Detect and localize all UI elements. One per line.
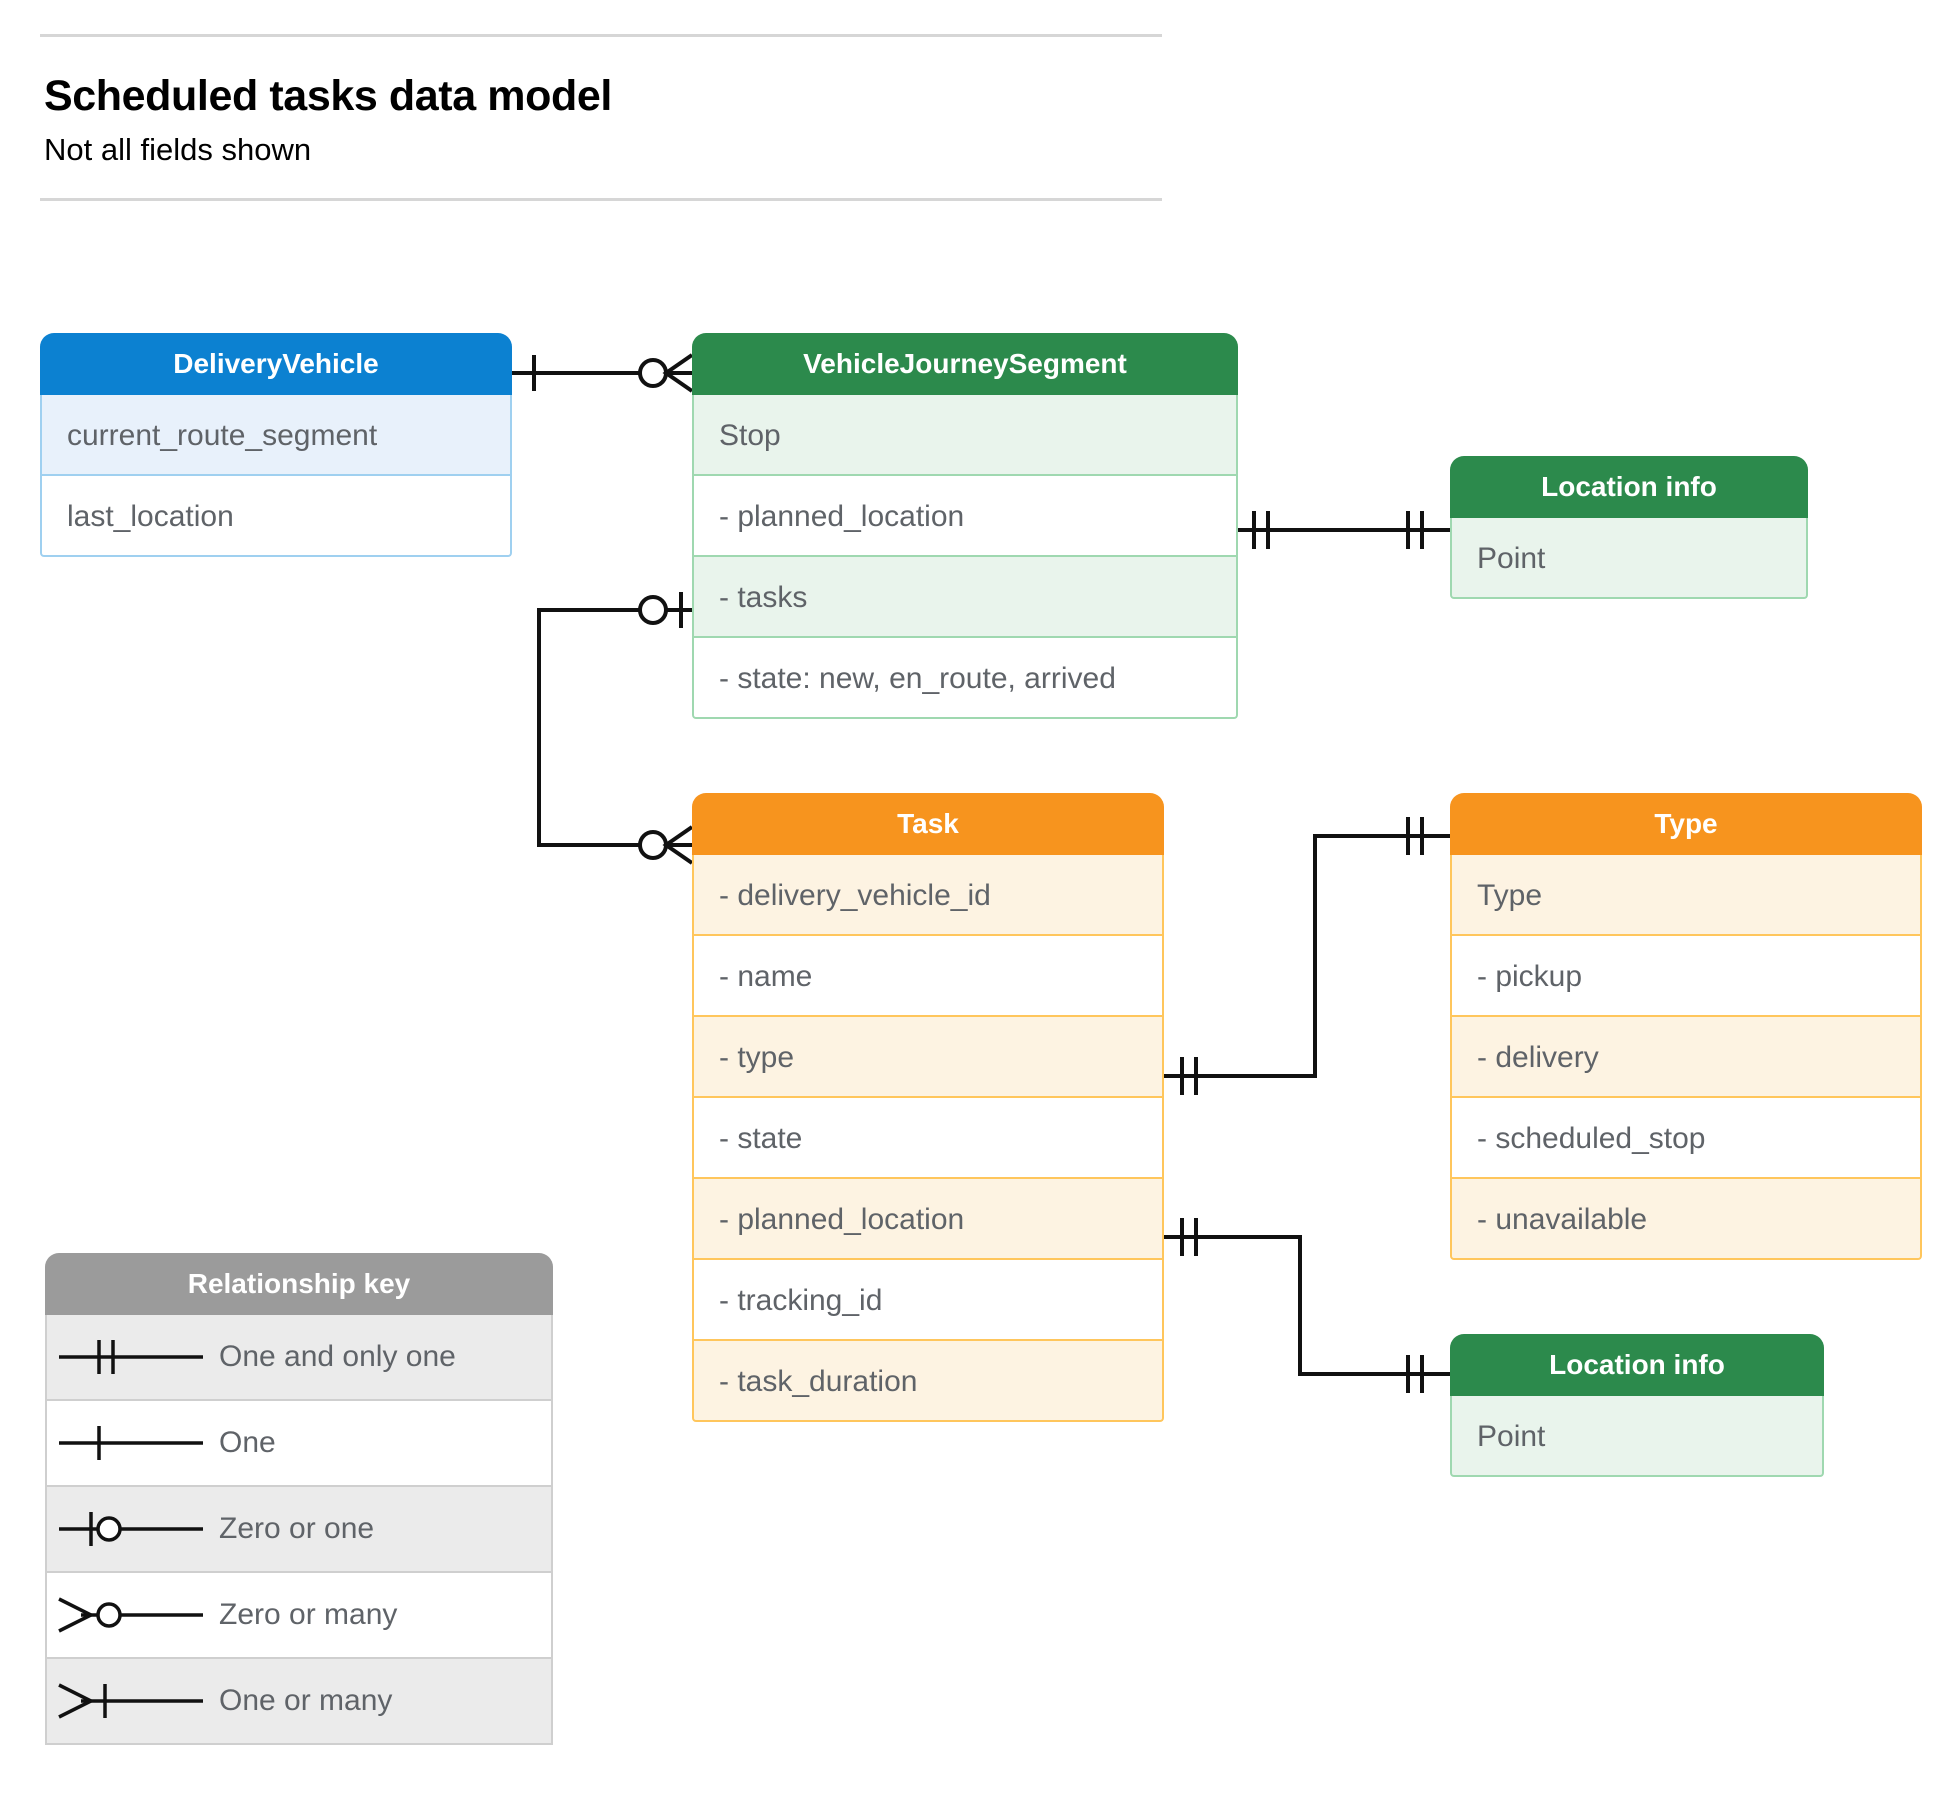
- zero-or-many-icon: [47, 1573, 219, 1657]
- field-type-unavailable[interactable]: - unavailable: [1450, 1179, 1922, 1260]
- page-title: Scheduled tasks data model: [44, 72, 612, 120]
- connector-vjs-locationinfo: [1238, 511, 1450, 549]
- legend-row-one-and-only-one: One and only one: [45, 1315, 553, 1401]
- field-current-route-segment[interactable]: current_route_segment: [40, 395, 512, 476]
- legend-row-one: One: [45, 1401, 553, 1487]
- field-type-pickup[interactable]: - pickup: [1450, 936, 1922, 1017]
- field-type[interactable]: - type: [692, 1017, 1164, 1098]
- entity-location-info-top[interactable]: Location info Point: [1450, 456, 1808, 599]
- entity-task-title: Task: [692, 793, 1164, 855]
- one-icon: [47, 1401, 219, 1485]
- legend-row-zero-or-one: Zero or one: [45, 1487, 553, 1573]
- field-type-scheduled-stop[interactable]: - scheduled_stop: [1450, 1098, 1922, 1179]
- field-delivery-vehicle-id[interactable]: - delivery_vehicle_id: [692, 855, 1164, 936]
- legend-label-one-and-only-one: One and only one: [219, 1340, 456, 1373]
- legend-label-zero-or-one: Zero or one: [219, 1512, 375, 1545]
- field-state[interactable]: - state: [692, 1098, 1164, 1179]
- field-planned-location[interactable]: - planned_location: [692, 476, 1238, 557]
- field-tasks[interactable]: - tasks: [692, 557, 1238, 638]
- page-subtitle: Not all fields shown: [44, 132, 312, 167]
- entity-task[interactable]: Task - delivery_vehicle_id - name - type…: [692, 793, 1164, 1422]
- field-point-top[interactable]: Point: [1450, 518, 1808, 599]
- field-stop[interactable]: Stop: [692, 395, 1238, 476]
- header-divider-bottom: [40, 198, 1162, 201]
- entity-vehicle-journey-segment-title: VehicleJourneySegment: [692, 333, 1238, 395]
- one-and-only-one-icon: [47, 1315, 219, 1399]
- entity-location-info-bottom-title: Location info: [1450, 1334, 1824, 1396]
- legend-row-one-or-many: One or many: [45, 1659, 553, 1745]
- entity-location-info-top-title: Location info: [1450, 456, 1808, 518]
- field-tracking-id[interactable]: - tracking_id: [692, 1260, 1164, 1341]
- entity-type[interactable]: Type Type - pickup - delivery - schedule…: [1450, 793, 1922, 1260]
- entity-type-title: Type: [1450, 793, 1922, 855]
- legend-row-zero-or-many: Zero or many: [45, 1573, 553, 1659]
- legend-label-one: One: [219, 1426, 276, 1459]
- entity-delivery-vehicle-title: DeliveryVehicle: [40, 333, 512, 395]
- entity-vehicle-journey-segment[interactable]: VehicleJourneySegment Stop - planned_loc…: [692, 333, 1238, 719]
- entity-location-info-bottom[interactable]: Location info Point: [1450, 1334, 1824, 1477]
- one-or-many-icon: [47, 1659, 219, 1743]
- field-task-duration[interactable]: - task_duration: [692, 1341, 1164, 1422]
- entity-delivery-vehicle[interactable]: DeliveryVehicle current_route_segment la…: [40, 333, 512, 557]
- field-last-location[interactable]: last_location: [40, 476, 512, 557]
- connector-task-type: [1164, 817, 1450, 1095]
- connector-task-locationinfo2: [1164, 1218, 1450, 1393]
- legend-label-one-or-many: One or many: [219, 1684, 393, 1717]
- field-name[interactable]: - name: [692, 936, 1164, 1017]
- field-type-delivery[interactable]: - delivery: [1450, 1017, 1922, 1098]
- zero-or-one-icon: [47, 1487, 219, 1571]
- field-point-bottom[interactable]: Point: [1450, 1396, 1824, 1477]
- field-state[interactable]: - state: new, en_route, arrived: [692, 638, 1238, 719]
- field-type-label[interactable]: Type: [1450, 855, 1922, 936]
- header-divider-top: [40, 34, 1162, 37]
- legend-label-zero-or-many: Zero or many: [219, 1598, 398, 1631]
- relationship-key-title: Relationship key: [45, 1253, 553, 1315]
- connector-vjs-task: [537, 592, 694, 865]
- field-task-planned-location[interactable]: - planned_location: [692, 1179, 1164, 1260]
- relationship-key-legend: Relationship key One and only one One: [45, 1253, 553, 1745]
- connector-deliveryvehicle-vjs: [512, 353, 694, 393]
